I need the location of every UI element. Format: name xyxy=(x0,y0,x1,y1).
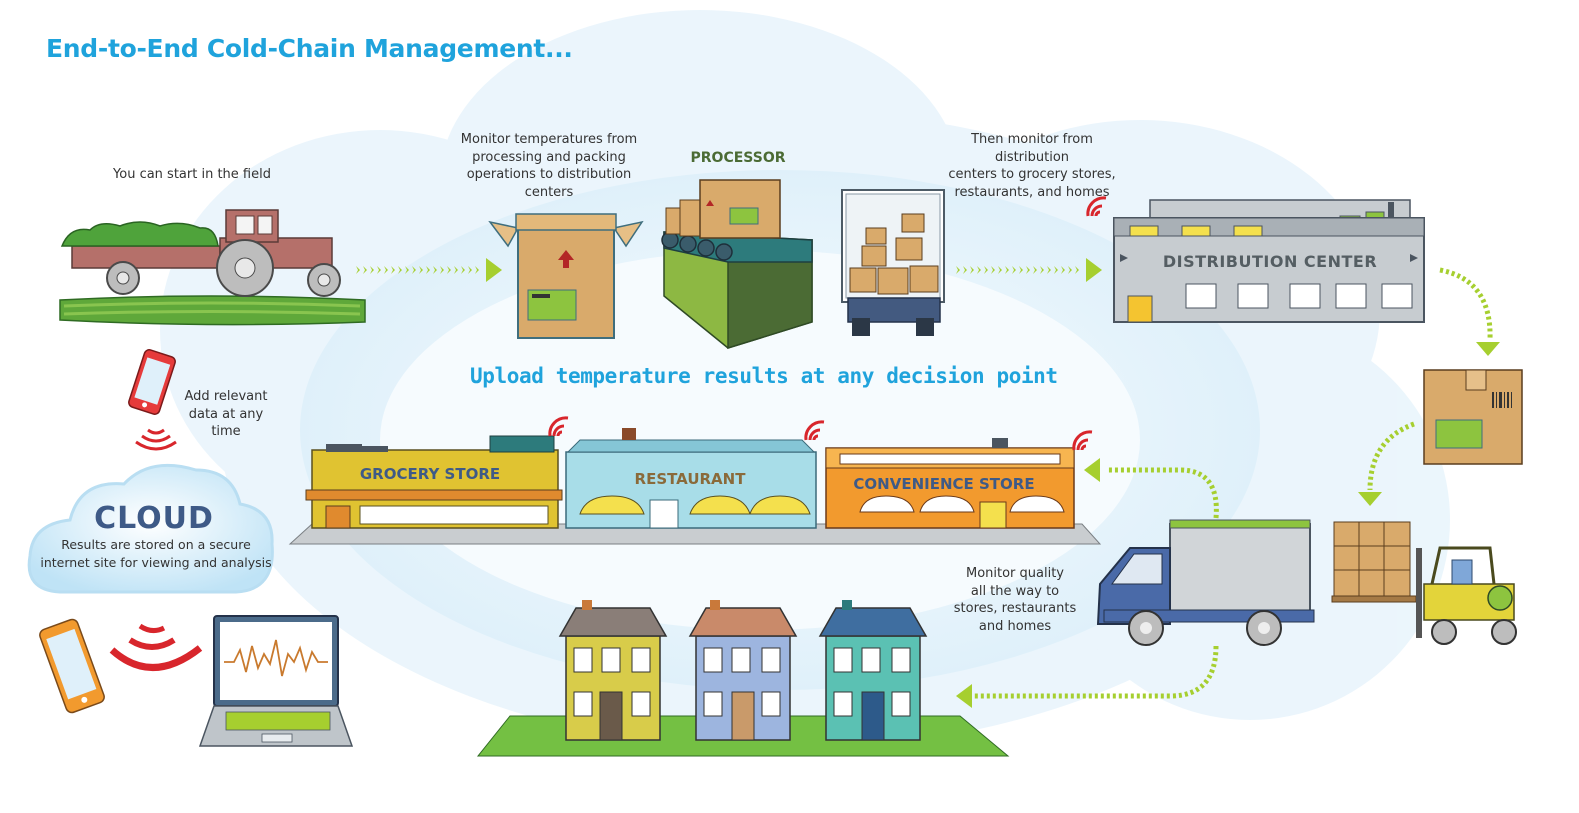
arrow-chevron xyxy=(391,266,395,274)
arrow-chevron xyxy=(426,266,430,274)
arrow-chevron xyxy=(1068,266,1072,274)
arrow-chevron xyxy=(970,266,974,274)
arrow-chevron xyxy=(461,266,465,274)
arrow-chevron xyxy=(468,266,472,274)
arrow-chevron xyxy=(363,266,367,274)
arrow-chevron xyxy=(433,266,437,274)
smartphone-icon xyxy=(39,618,105,714)
caption-processing: Monitor temperatures from processing and… xyxy=(460,132,638,200)
flow-arrow-truck-to-stores xyxy=(1084,458,1219,519)
arrow-chevron xyxy=(1040,266,1044,274)
arrow-chevron xyxy=(412,266,416,274)
arrow-chevron xyxy=(991,266,995,274)
caption-quality: Monitor quality all the way to stores, r… xyxy=(953,566,1077,634)
arrow-chevron xyxy=(1047,266,1051,274)
arrow-chevron xyxy=(475,266,479,274)
page-title: End-to-End Cold-Chain Management... xyxy=(46,34,573,63)
caption-distribution: Then monitor from distribution centers t… xyxy=(948,132,1116,200)
arrow-chevron xyxy=(1061,266,1065,274)
processor-conveyor-icon xyxy=(661,179,813,350)
arrow-chevron xyxy=(1012,266,1016,274)
arrow-chevron xyxy=(440,266,444,274)
wireless-signal-icon xyxy=(1072,430,1093,451)
arrow-chevron xyxy=(1026,266,1030,274)
arrow-chevron xyxy=(1075,266,1079,274)
delivery-truck-icon xyxy=(1096,519,1315,646)
arrow-chevron xyxy=(454,266,458,274)
arrow-chevron xyxy=(956,266,960,274)
caption-field: You can start in the field xyxy=(113,167,271,182)
refrigerated-truck-open-icon xyxy=(841,189,945,336)
processor-label: PROCESSOR xyxy=(690,150,786,166)
grocery-store-label: GROCERY STORE xyxy=(360,465,500,483)
wireless-signal-icon xyxy=(109,623,203,671)
flow-arrow-truck-to-distribution xyxy=(956,258,1102,282)
package-box-icon xyxy=(1423,369,1523,465)
flow-arrow-truck-to-homes xyxy=(956,645,1219,708)
arrow-chevron xyxy=(998,266,1002,274)
houses-icon xyxy=(476,600,1010,757)
wireless-signal-icon xyxy=(1086,196,1107,217)
wireless-signal-icon xyxy=(135,428,177,451)
arrow-chevron xyxy=(447,266,451,274)
arrow-chevron xyxy=(384,266,388,274)
forklift-icon xyxy=(1331,521,1517,645)
restaurant-building-icon: RESTAURANT xyxy=(565,428,817,529)
arrow-chevron xyxy=(398,266,402,274)
wireless-signal-icon xyxy=(548,416,569,437)
restaurant-label: RESTAURANT xyxy=(635,470,747,488)
arrow-chevron xyxy=(405,266,409,274)
cloud-label: CLOUD xyxy=(94,501,214,536)
caption-cloud: Results are stored on a secure internet … xyxy=(40,537,272,570)
flow-arrow-package-to-forklift xyxy=(1358,421,1415,506)
grocery-store-building-icon: GROCERY STORE xyxy=(305,435,563,529)
arrow-chevron xyxy=(977,266,981,274)
smartphone-icon xyxy=(128,349,176,415)
arrow-chevron xyxy=(370,266,374,274)
convenience-store-label: CONVENIENCE STORE xyxy=(853,475,1034,493)
shipping-box-icon xyxy=(488,213,644,339)
cloud-storage-icon: CLOUD xyxy=(27,463,274,594)
upload-headline: Upload temperature results at any decisi… xyxy=(470,364,1058,388)
distribution-center-building-icon: DISTRIBUTION CENTER xyxy=(1113,199,1425,323)
arrow-chevron xyxy=(356,266,360,274)
wireless-signal-icon xyxy=(804,420,825,441)
convenience-store-building-icon: CONVENIENCE STORE xyxy=(825,438,1075,529)
flow-arrow-field-to-processor xyxy=(356,258,502,282)
arrow-chevron xyxy=(419,266,423,274)
arrow-chevron xyxy=(963,266,967,274)
arrow-chevron xyxy=(1054,266,1058,274)
distribution-center-label: DISTRIBUTION CENTER xyxy=(1163,252,1377,271)
arrow-chevron xyxy=(1019,266,1023,274)
flow-arrow-distribution-to-package xyxy=(1439,267,1500,356)
caption-add-data: Add relevant data at any time xyxy=(184,389,268,439)
arrow-chevron xyxy=(377,266,381,274)
laptop-graph-icon xyxy=(198,615,354,747)
field-tractor-icon xyxy=(59,209,366,326)
arrow-chevron xyxy=(1005,266,1009,274)
arrow-chevron xyxy=(1033,266,1037,274)
arrow-chevron xyxy=(984,266,988,274)
